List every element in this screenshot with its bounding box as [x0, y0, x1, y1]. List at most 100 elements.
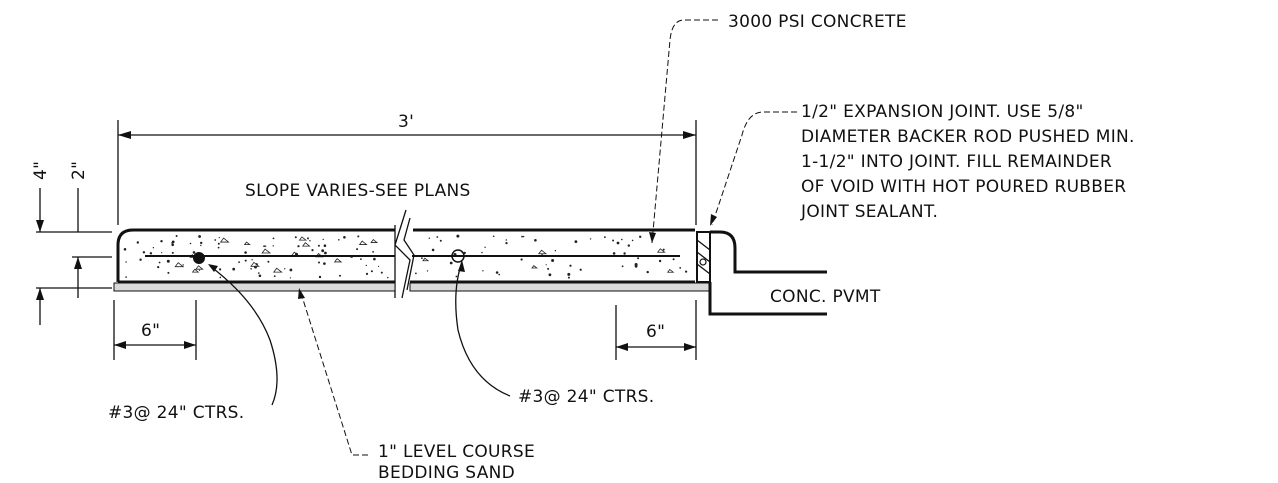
- depth-total-label: 4": [31, 161, 51, 180]
- aggregate-speck: [192, 251, 196, 254]
- aggregate-speck: [498, 273, 501, 276]
- aggregate-speck: [373, 257, 376, 261]
- aggregate-speck: [214, 239, 217, 241]
- aggregate-speck: [484, 246, 486, 248]
- depth-dimension-4in: [36, 188, 112, 325]
- aggregate-speck: [456, 234, 460, 238]
- width-dimension-label: 3': [398, 112, 414, 132]
- aggregate-speck: [634, 264, 638, 268]
- aggregate-speck: [482, 270, 484, 272]
- aggregate-speck: [370, 270, 373, 273]
- aggregate-speck: [372, 251, 374, 253]
- aggregate-speck: [492, 235, 495, 238]
- aggregate-speck: [272, 245, 274, 247]
- aggregate-speck: [139, 258, 142, 261]
- aggregate-speck: [343, 236, 346, 239]
- aggregate-speck: [623, 252, 626, 255]
- aggregate-speck: [662, 248, 665, 251]
- aggregate-speck: [358, 240, 368, 245]
- aggregate-speck: [672, 258, 675, 261]
- aggregate-speck: [545, 264, 547, 266]
- aggregate-speck: [426, 270, 429, 272]
- aggregate-speck: [548, 273, 552, 277]
- aggregate-speck: [261, 248, 272, 254]
- aggregate-speck: [534, 239, 537, 242]
- aggregate-speck: [621, 265, 624, 268]
- aggregate-speck: [616, 241, 620, 245]
- aggregate-speck: [171, 243, 174, 247]
- aggregate-speck: [415, 272, 417, 275]
- aggregate-speck: [637, 257, 640, 260]
- aggregate-speck: [258, 274, 262, 278]
- adjacent-pavement: [708, 230, 827, 316]
- aggregate-speck: [380, 271, 383, 274]
- edge-dimension-left-label: 6": [141, 321, 160, 341]
- aggregate-speck: [273, 275, 276, 278]
- aggregate-speck: [589, 238, 592, 240]
- aggregate-speck: [631, 239, 634, 242]
- aggregate-speck: [449, 261, 453, 265]
- rebar-right-dot: [451, 249, 465, 263]
- concrete-label: 3000 PSI CONCRETE: [728, 12, 907, 32]
- aggregate-speck: [289, 277, 291, 279]
- aggregate-speck: [149, 252, 153, 255]
- aggregate-speck: [356, 248, 359, 251]
- aggregate-speck: [505, 242, 508, 245]
- aggregate-speck: [198, 269, 201, 271]
- aggregate-speck: [171, 240, 175, 244]
- aggregate-speck: [307, 237, 309, 240]
- aggregate-speck: [200, 244, 202, 247]
- aggregate-speck: [272, 237, 275, 240]
- aggregate-speck: [481, 251, 483, 254]
- aggregate-speck: [679, 267, 682, 269]
- aggregate-speck: [338, 239, 340, 241]
- aggregate-speck: [309, 240, 311, 242]
- aggregate-speck: [195, 265, 204, 270]
- aggregate-speck: [250, 261, 260, 267]
- aggregate-speck: [136, 241, 139, 244]
- aggregate-speck: [284, 268, 286, 270]
- aggregate-speck: [323, 262, 326, 265]
- aggregate-speck: [189, 242, 192, 245]
- aggregate-speck: [311, 249, 314, 252]
- rebar-line: [145, 249, 680, 264]
- aggregate-speck: [160, 240, 163, 243]
- edge-dimension-right: [615, 300, 697, 360]
- aggregate-speck: [264, 245, 267, 247]
- aggregate-speck: [370, 239, 379, 243]
- aggregate-speck: [318, 275, 322, 279]
- aggregate-speck: [323, 244, 327, 247]
- aggregate-speck: [357, 235, 360, 238]
- depth-dimension-2in: [72, 188, 112, 298]
- aggregate-speck: [219, 237, 230, 243]
- aggregate-speck: [123, 248, 127, 251]
- aggregate-speck: [569, 264, 572, 267]
- aggregate-speck: [612, 239, 615, 242]
- aggregate-speck: [505, 239, 507, 241]
- aggregate-speck: [182, 264, 184, 266]
- aggregate-speck: [567, 272, 571, 276]
- aggregate-speck: [175, 235, 178, 237]
- bedding-leader: [299, 289, 368, 456]
- aggregate-speck: [422, 257, 430, 262]
- aggregate-speck: [321, 249, 325, 253]
- concrete-leader: [651, 19, 718, 244]
- aggregate-speck: [191, 268, 200, 273]
- aggregate-speck: [161, 252, 163, 254]
- aggregate-speck: [232, 267, 236, 271]
- aggregate-speck: [174, 262, 185, 268]
- aggregate-speck: [339, 274, 341, 277]
- aggregate-speck: [301, 242, 311, 247]
- expansion-joint: [696, 231, 711, 283]
- aggregate-speck: [646, 270, 649, 274]
- rebar-left-dot: [193, 252, 205, 264]
- aggregate-speck: [267, 260, 270, 263]
- aggregate-speck: [551, 259, 555, 262]
- rebar-right-leader: [455, 261, 511, 397]
- aggregate-speck: [298, 236, 308, 241]
- aggregate-speck: [166, 259, 170, 263]
- aggregate-speck: [324, 251, 327, 255]
- aggregate-speck: [217, 242, 220, 245]
- conc-pvmt-label: CONC. PVMT: [770, 287, 881, 307]
